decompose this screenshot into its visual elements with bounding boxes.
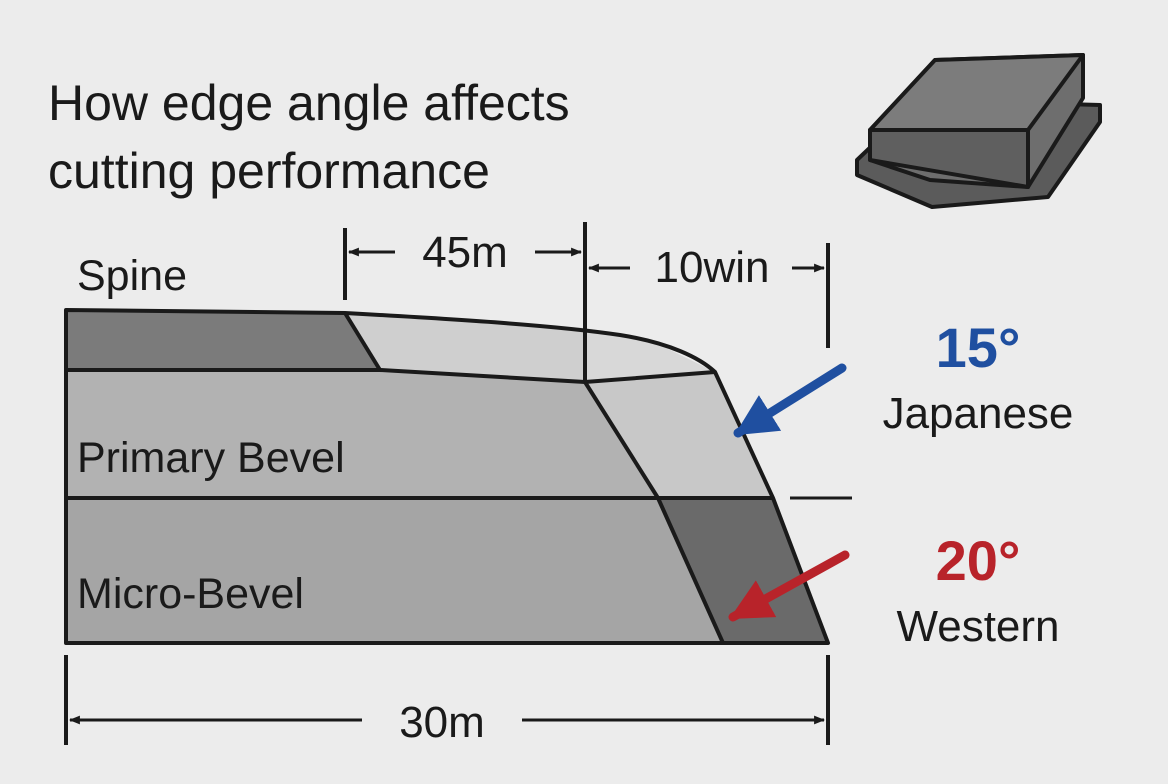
secondary-bevel-face	[345, 313, 585, 382]
dim-label-45m: 45m	[422, 228, 508, 277]
blade-cross-section	[64, 308, 852, 645]
angle-western: 20°	[936, 529, 1021, 592]
dimension-top-left: 45m	[343, 222, 587, 382]
dimension-bottom: 30m	[64, 655, 830, 747]
dim-label-30m: 30m	[399, 698, 485, 747]
style-japanese: Japanese	[883, 389, 1074, 438]
label-spine: Spine	[77, 252, 187, 300]
arrow-western	[728, 550, 850, 622]
spine-band	[66, 310, 380, 370]
label-micro-bevel: Micro-Bevel	[77, 570, 304, 618]
micro-bevel-band	[66, 498, 828, 643]
angle-japanese: 15°	[936, 316, 1021, 379]
tip-face	[585, 328, 715, 382]
title-line-2: cutting performance	[48, 143, 490, 199]
style-western: Western	[896, 602, 1059, 651]
dim-label-10win: 10win	[655, 243, 770, 292]
whetstone-icon	[855, 53, 1102, 209]
title-line-1: How edge angle affects	[48, 75, 570, 131]
dimension-top-right: 10win	[587, 243, 830, 348]
label-primary-bevel: Primary Bevel	[77, 434, 345, 482]
edge-face-upper	[585, 372, 773, 498]
arrow-japanese	[733, 363, 847, 438]
